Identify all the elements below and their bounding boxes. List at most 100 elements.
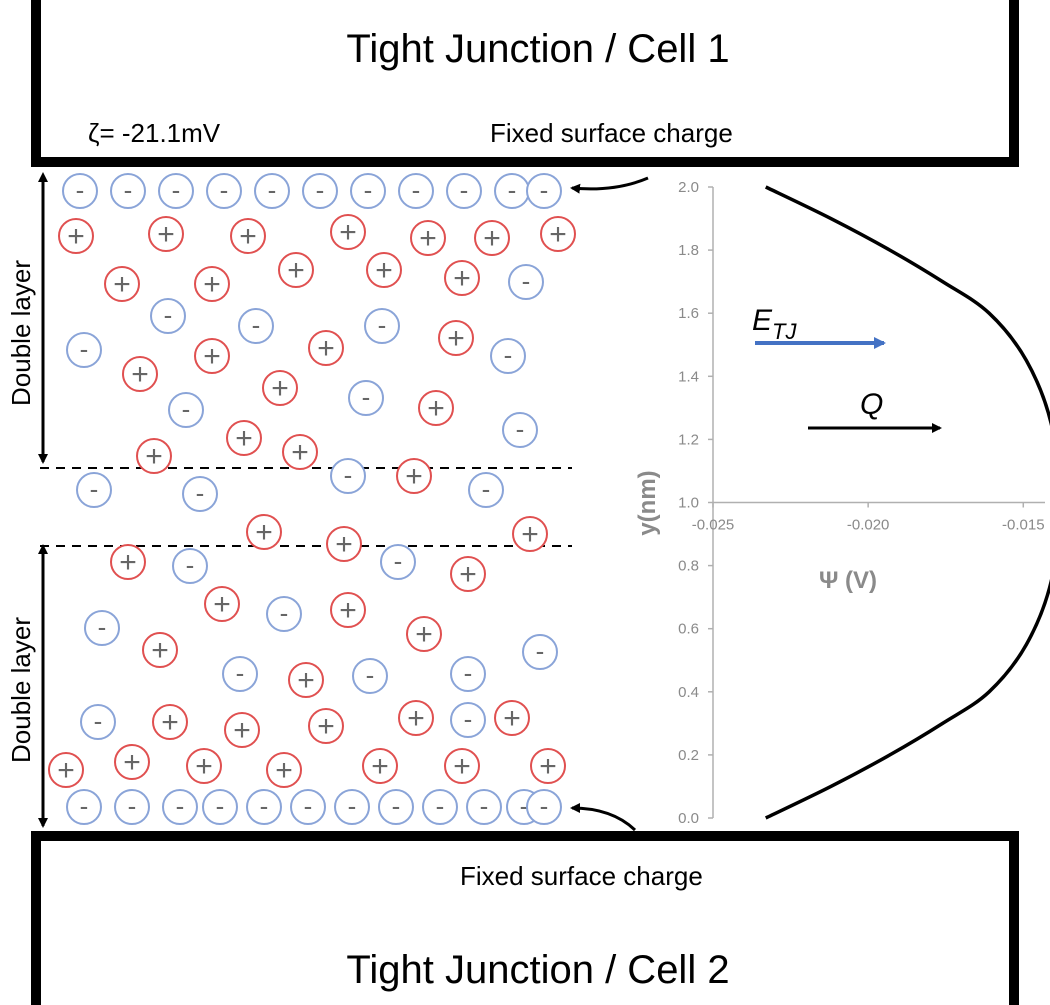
svg-text:+: + xyxy=(235,422,253,455)
potential-profile-line xyxy=(764,185,1050,820)
svg-text:+: + xyxy=(317,332,335,365)
cation: + xyxy=(142,632,178,668)
y-tick-label: 0.2 xyxy=(678,747,699,764)
svg-text:+: + xyxy=(335,528,353,561)
svg-text:+: + xyxy=(157,218,175,251)
svg-text:-: - xyxy=(280,598,289,628)
anion: - xyxy=(446,173,482,209)
svg-text:+: + xyxy=(503,702,521,735)
cation: + xyxy=(362,748,398,784)
svg-text:+: + xyxy=(123,746,141,779)
cation: + xyxy=(410,220,446,256)
cation: + xyxy=(262,370,298,406)
potential-chart: 0.00.20.40.60.81.01.21.41.61.82.0-0.025-… xyxy=(634,179,1050,827)
svg-text:-: - xyxy=(316,175,325,205)
anion: - xyxy=(238,308,274,344)
svg-text:+: + xyxy=(297,664,315,697)
electric-field-indicator: ETJ xyxy=(752,304,886,349)
anion: - xyxy=(162,789,198,825)
anion: - xyxy=(348,380,384,416)
cation: + xyxy=(308,330,344,366)
svg-text:+: + xyxy=(539,750,557,783)
svg-text:+: + xyxy=(415,618,433,651)
svg-text:-: - xyxy=(508,175,517,205)
cation: + xyxy=(438,320,474,356)
anion: - xyxy=(114,789,150,825)
cation: + xyxy=(406,616,442,652)
svg-text:-: - xyxy=(516,414,525,444)
cation: + xyxy=(288,662,324,698)
svg-text:-: - xyxy=(364,175,373,205)
anion: - xyxy=(526,789,562,825)
cation: + xyxy=(230,218,266,254)
anion: - xyxy=(490,338,526,374)
svg-text:-: - xyxy=(98,612,107,642)
svg-text:-: - xyxy=(94,706,103,736)
anion: - xyxy=(266,596,302,632)
anion: - xyxy=(246,789,282,825)
svg-text:-: - xyxy=(176,791,185,821)
anion: - xyxy=(202,789,238,825)
y-tick-label: 0.4 xyxy=(678,684,699,701)
cation: + xyxy=(398,700,434,736)
svg-text:+: + xyxy=(339,594,357,627)
svg-text:+: + xyxy=(131,358,149,391)
svg-text:-: - xyxy=(480,791,489,821)
svg-text:-: - xyxy=(540,175,549,205)
anion: - xyxy=(62,173,98,209)
cation: + xyxy=(330,592,366,628)
y-tick-label: 1.2 xyxy=(678,431,699,448)
anion: - xyxy=(290,789,326,825)
cation: + xyxy=(494,700,530,736)
anion: - xyxy=(168,392,204,428)
svg-text:+: + xyxy=(447,322,465,355)
cation: + xyxy=(186,748,222,784)
svg-text:+: + xyxy=(317,710,335,743)
svg-text:-: - xyxy=(482,474,491,504)
double-layer-bottom-label: Double layer xyxy=(6,617,36,763)
top-cell: Tight Junction / Cell 1 ζ= -21.1mV Fixed… xyxy=(31,0,1019,167)
double-layer-top-label: Double layer xyxy=(6,260,36,406)
anion: - xyxy=(222,656,258,692)
svg-text:-: - xyxy=(260,791,269,821)
svg-text:-: - xyxy=(268,175,277,205)
cation: + xyxy=(540,216,576,252)
cation: + xyxy=(366,252,402,288)
cation: + xyxy=(114,744,150,780)
y-tick-label: 1.4 xyxy=(678,368,699,385)
cation: + xyxy=(266,752,302,788)
svg-text:+: + xyxy=(427,392,445,425)
fixed-surface-charge-bottom-label: Fixed surface charge xyxy=(460,861,703,891)
cation: + xyxy=(226,420,262,456)
x-tick-label: -0.015 xyxy=(1002,517,1045,534)
anion: - xyxy=(398,173,434,209)
cation: + xyxy=(152,704,188,740)
y-tick-label: 1.6 xyxy=(678,305,699,322)
svg-text:+: + xyxy=(195,750,213,783)
cation: + xyxy=(122,356,158,392)
svg-text:-: - xyxy=(172,175,181,205)
cation: + xyxy=(194,266,230,302)
svg-text:-: - xyxy=(412,175,421,205)
anion: - xyxy=(206,173,242,209)
cation: + xyxy=(278,252,314,288)
anion: - xyxy=(158,173,194,209)
cation: + xyxy=(148,216,184,252)
svg-text:+: + xyxy=(339,216,357,249)
anion: - xyxy=(378,789,414,825)
y-tick-label: 1.0 xyxy=(678,495,699,512)
svg-text:+: + xyxy=(57,754,75,787)
anion: - xyxy=(254,173,290,209)
svg-text:-: - xyxy=(80,791,89,821)
cation: + xyxy=(512,516,548,552)
fixed-surface-charge-top-label: Fixed surface charge xyxy=(490,118,733,148)
svg-text:-: - xyxy=(536,636,545,666)
svg-text:-: - xyxy=(304,791,313,821)
svg-text:+: + xyxy=(233,714,251,747)
anion: - xyxy=(172,548,208,584)
svg-text:+: + xyxy=(203,340,221,373)
svg-text:-: - xyxy=(394,546,403,576)
svg-text:+: + xyxy=(239,220,257,253)
cation: + xyxy=(136,438,172,474)
